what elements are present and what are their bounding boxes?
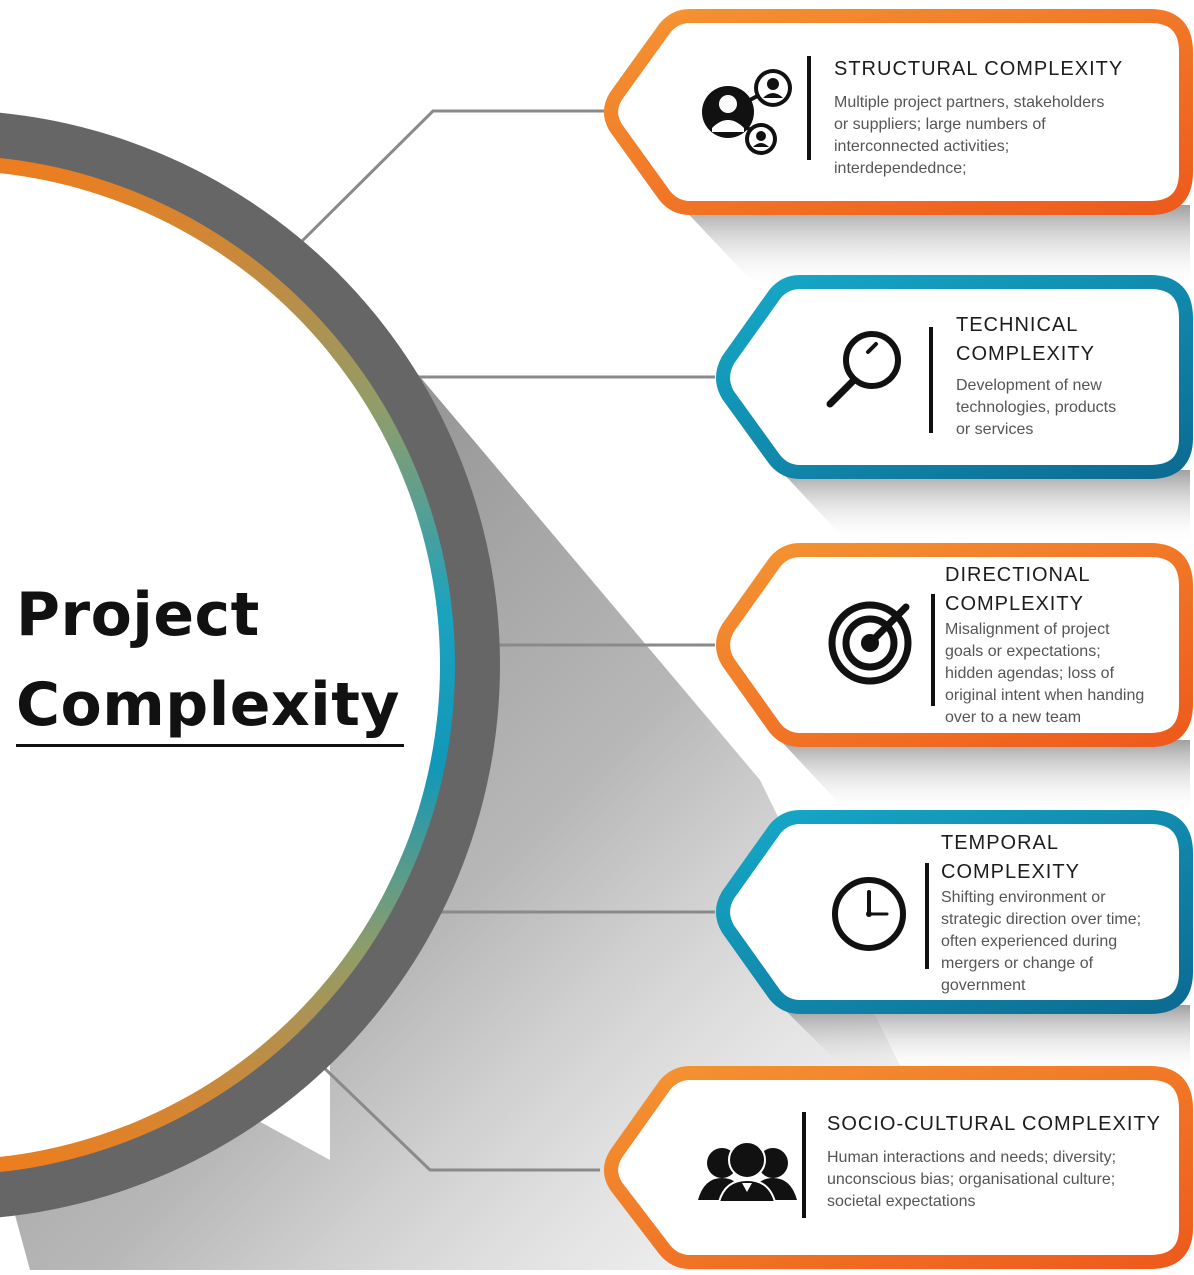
card-divider: [807, 56, 811, 160]
card-frame-structural: [604, 9, 1193, 215]
card-frames: [604, 9, 1193, 1269]
card-heading: TECHNICAL COMPLEXITY: [956, 314, 1095, 365]
connector-structural: [283, 109, 605, 260]
card-description: Shifting environment or strategic direct…: [941, 889, 1142, 994]
card-shadow: [780, 470, 1190, 545]
card-frame-technical: [716, 275, 1193, 479]
clock-icon: [832, 877, 906, 951]
card-heading: SOCIO-CULTURAL COMPLEXITY: [827, 1113, 1161, 1135]
circle-shadow: [0, 270, 1000, 1270]
card-description: Human interactions and needs; diversity;…: [827, 1149, 1117, 1210]
title-underline: [16, 744, 404, 747]
card-shadow: [780, 740, 1190, 815]
card-technical: TECHNICAL COMPLEXITY Development of new …: [956, 311, 1176, 441]
page-title: Project Complexity: [16, 570, 436, 750]
card-structural: STRUCTURAL COMPLEXITY Multiple project p…: [834, 55, 1174, 180]
card-heading: TEMPORAL COMPLEXITY: [941, 832, 1080, 883]
title-line-2: Complexity: [16, 670, 401, 740]
card-description: Development of new technologies, product…: [956, 377, 1117, 438]
card-directional: DIRECTIONAL COMPLEXITY Misalignment of p…: [945, 561, 1185, 729]
card-divider: [931, 594, 935, 706]
card-frame-temporal: [716, 810, 1193, 1014]
card-heading: STRUCTURAL COMPLEXITY: [834, 58, 1124, 80]
target-icon: [828, 601, 912, 685]
card-description: Multiple project partners, stakeholders …: [834, 94, 1105, 177]
network-people-icon: [702, 69, 792, 155]
connector-lines: [283, 109, 715, 1172]
group-people-icon: [698, 1141, 797, 1203]
circle-center: [0, 173, 440, 1157]
card-divider: [929, 327, 933, 433]
card-socio-cultural: SOCIO-CULTURAL COMPLEXITY Human interact…: [827, 1110, 1177, 1213]
card-shadow: [780, 1005, 1190, 1075]
magnifier-icon: [826, 331, 901, 408]
card-divider: [802, 1112, 806, 1218]
card-divider: [925, 863, 929, 969]
connector-socio-cultural: [316, 1060, 600, 1172]
card-shadow: [680, 205, 1190, 290]
card-description: Misalignment of project goals or expecta…: [945, 621, 1145, 726]
card-heading: DIRECTIONAL COMPLEXITY: [945, 564, 1091, 615]
card-frame-socio-cultural: [604, 1066, 1193, 1269]
card-frame-directional: [716, 543, 1193, 747]
title-line-1: Project: [16, 580, 260, 650]
card-temporal: TEMPORAL COMPLEXITY Shifting environment…: [941, 829, 1181, 997]
